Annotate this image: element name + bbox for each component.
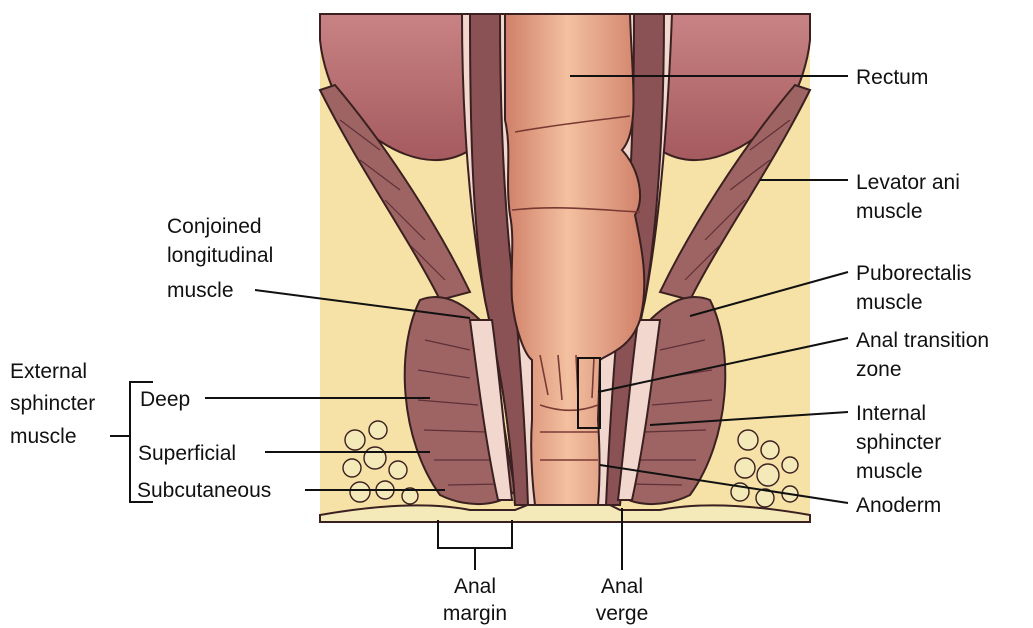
anal-margin-bracket <box>437 520 513 570</box>
label-anal-verge-2: verge <box>596 602 649 625</box>
label-anoderm: Anoderm <box>856 494 941 517</box>
label-conjoined-2: longitudinal <box>167 244 273 267</box>
left-internal-sphincter <box>468 319 514 501</box>
label-rectum: Rectum <box>856 66 928 89</box>
label-deep: Deep <box>140 388 190 411</box>
label-conjoined-3: muscle <box>167 279 234 302</box>
transition-zone-box <box>577 357 601 429</box>
left-levator-ani <box>318 83 472 302</box>
muscle-striations <box>339 119 791 486</box>
label-puborectalis-1: Puborectalis <box>856 262 972 285</box>
label-puborectalis-2: muscle <box>856 291 923 314</box>
label-anal-transition-1: Anal transition <box>856 329 989 352</box>
fat-lobules <box>342 420 799 508</box>
label-anal-transition-2: zone <box>856 358 902 381</box>
label-external-2: sphincter <box>10 392 95 415</box>
right-levator-ani <box>658 83 812 302</box>
label-external-1: External <box>10 360 87 383</box>
perianal-skin <box>319 499 811 523</box>
label-internal-1: Internal <box>856 402 926 425</box>
label-external-3: muscle <box>10 425 77 448</box>
mucosal-folds <box>511 115 641 461</box>
leader-lines <box>205 75 849 504</box>
label-internal-2: sphincter <box>856 431 941 454</box>
label-anal-margin-1: Anal <box>454 575 496 598</box>
label-levator-ani-2: muscle <box>856 200 923 223</box>
external-sphincter-bracket <box>110 381 153 503</box>
label-conjoined-1: Conjoined <box>167 215 262 238</box>
rectal-mucosa <box>504 13 646 506</box>
rectal-muscle-wall <box>468 13 530 506</box>
label-anal-margin-2: margin <box>443 602 507 625</box>
label-levator-ani-1: Levator ani <box>856 171 960 194</box>
label-superficial: Superficial <box>138 442 236 465</box>
label-internal-3: muscle <box>856 460 923 483</box>
label-subcutaneous: Subcutaneous <box>137 479 271 502</box>
label-anal-verge-1: Anal <box>601 575 643 598</box>
